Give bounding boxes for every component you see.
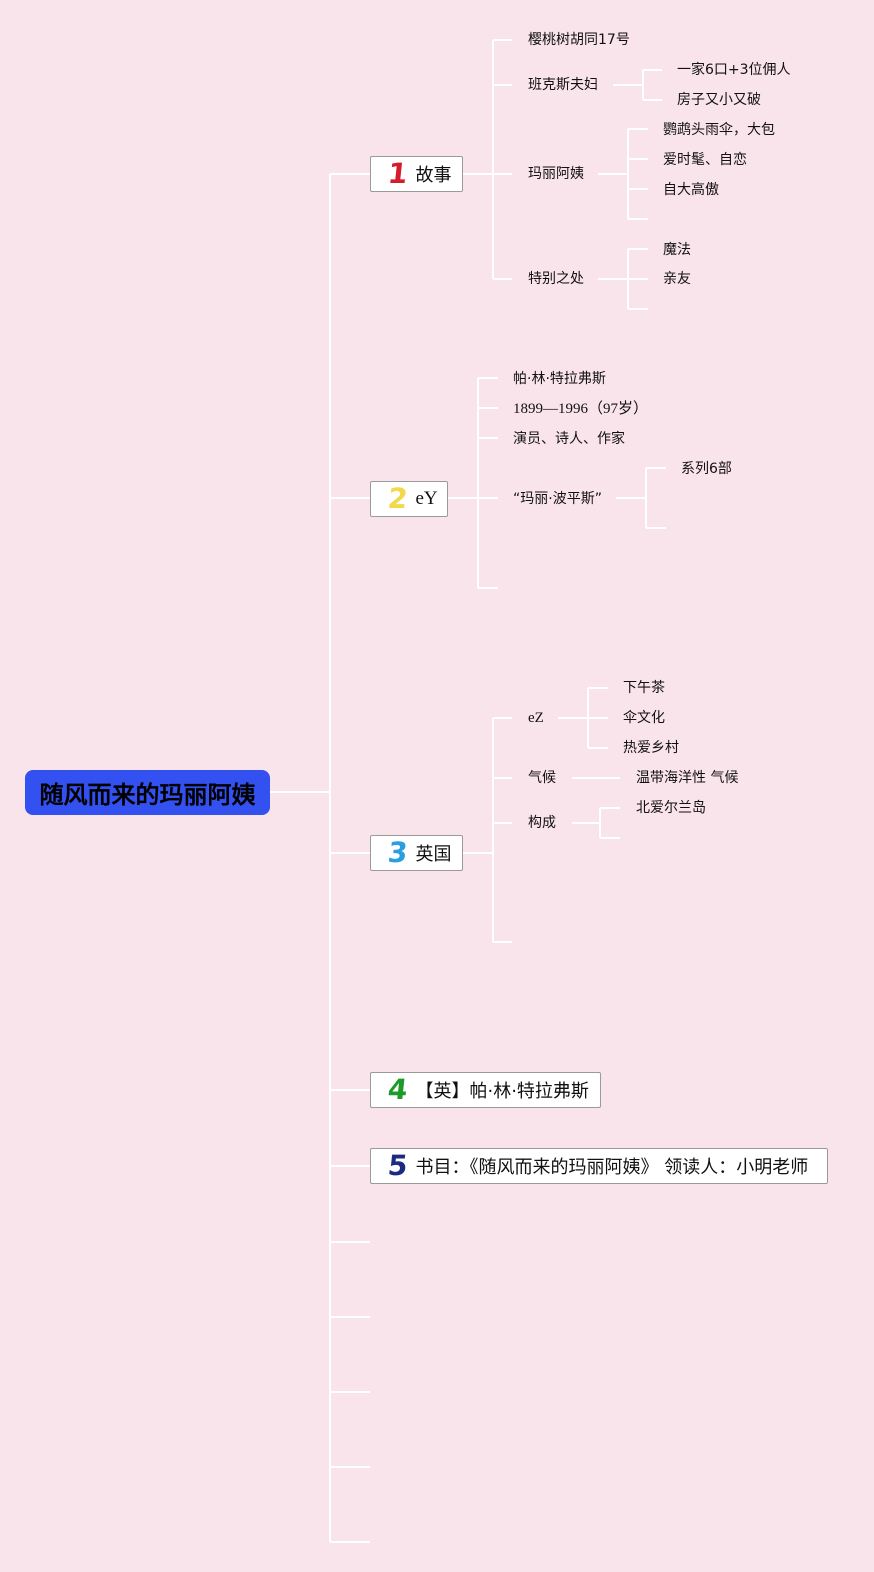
branch-5-node[interactable]: 5 书目：《随风而来的玛丽阿姨》 领读人：小明老师	[370, 1148, 828, 1184]
node-magic[interactable]: 魔法	[663, 242, 691, 258]
branch-3-label: 英国	[415, 844, 452, 865]
branch-5-label: 书目：《随风而来的玛丽阿姨》 领读人：小明老师	[415, 1157, 809, 1178]
branch-1-number: 1	[386, 157, 410, 190]
branch-2-label: eY	[415, 488, 438, 509]
branch-2-node[interactable]: 2 eY	[370, 481, 448, 517]
node-composition[interactable]: 构成	[528, 815, 556, 831]
branch-5-number: 5	[386, 1149, 410, 1182]
branch-4-node[interactable]: 4 【英】帕·林·特拉弗斯	[370, 1072, 601, 1108]
root-label: 随风而来的玛丽阿姨	[39, 781, 256, 809]
branch-2-number: 2	[386, 482, 410, 515]
node-arrogant[interactable]: 自大高傲	[663, 182, 719, 198]
node-series[interactable]: “玛丽·波平斯”	[513, 491, 602, 507]
node-countryside[interactable]: 热爱乡村	[623, 740, 679, 756]
node-banks-couple[interactable]: 班克斯夫妇	[528, 77, 598, 93]
node-lifespan[interactable]: 1899—1996（97岁）	[513, 401, 649, 417]
branch-3-number: 3	[386, 836, 410, 869]
node-professions[interactable]: 演员、诗人、作家	[513, 431, 625, 447]
node-special[interactable]: 特别之处	[528, 271, 584, 287]
node-small-house[interactable]: 房子又小又破	[677, 92, 761, 108]
node-umbrella-culture[interactable]: 伞文化	[623, 710, 665, 726]
node-northern-ireland[interactable]: 北爱尔兰岛	[636, 800, 706, 816]
branch-1-node[interactable]: 1 故事	[370, 156, 463, 192]
node-fashionable[interactable]: 爱时髦、自恋	[663, 152, 747, 168]
node-relatives[interactable]: 亲友	[663, 271, 691, 287]
node-maritime-climate[interactable]: 温带海洋性 气候	[636, 770, 739, 786]
node-climate[interactable]: 气候	[528, 770, 556, 786]
node-mary-poppins[interactable]: 玛丽阿姨	[528, 166, 584, 182]
node-six-books[interactable]: 系列6部	[681, 461, 732, 477]
branch-4-number: 4	[386, 1073, 410, 1106]
node-culture[interactable]: eZ	[528, 710, 544, 726]
node-family-members[interactable]: 一家6口+3位佣人	[677, 62, 791, 78]
root-node[interactable]: 随风而来的玛丽阿姨	[25, 770, 270, 815]
node-parrot-umbrella[interactable]: 鹦鹉头雨伞，大包	[663, 122, 775, 138]
node-cherry-tree-lane[interactable]: 樱桃树胡同17号	[528, 32, 630, 48]
node-author-name[interactable]: 帕·林·特拉弗斯	[513, 371, 606, 387]
branch-4-label: 【英】帕·林·特拉弗斯	[415, 1081, 589, 1102]
branch-3-node[interactable]: 3 英国	[370, 835, 463, 871]
node-afternoon-tea[interactable]: 下午茶	[623, 680, 665, 696]
branch-1-label: 故事	[415, 165, 452, 186]
